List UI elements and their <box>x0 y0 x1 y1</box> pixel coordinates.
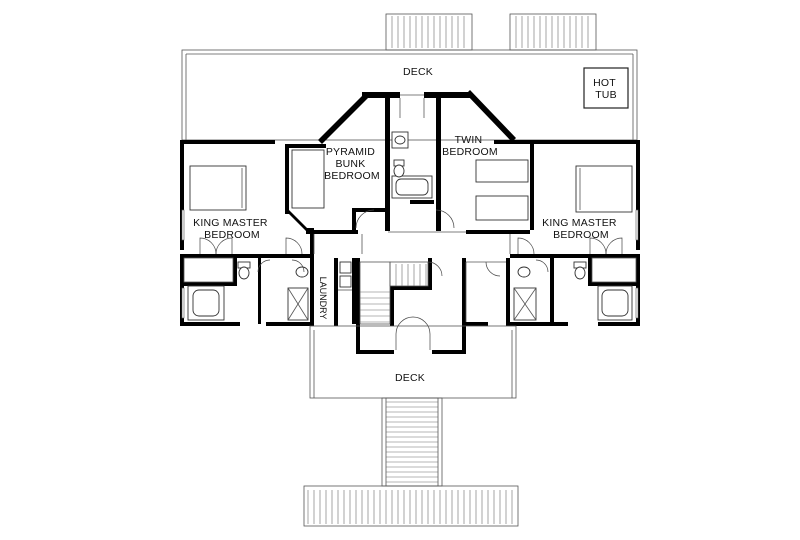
sink-right <box>517 266 531 278</box>
hot-tub <box>583 67 629 109</box>
shower-right <box>513 287 537 321</box>
top-stairs-left <box>385 13 473 51</box>
label-pyramid-bunk-bedroom: PYRAMID BUNK BEDROOM <box>324 146 380 182</box>
sink-center <box>391 131 409 149</box>
label-deck-top: DECK <box>403 66 433 78</box>
interior-lines <box>183 231 637 322</box>
label-hot-tub: HOT TUB <box>593 77 619 101</box>
shower-left <box>287 287 309 321</box>
bottom-stairs <box>381 397 443 487</box>
room-labels: DECK HOT TUB PYRAMID BUNK BEDROOM TWIN B… <box>193 66 620 384</box>
toilet-left <box>237 261 251 280</box>
label-twin-bedroom: TWIN BEDROOM <box>442 134 498 158</box>
bathtub-left <box>187 285 225 321</box>
toilet-right <box>573 261 587 280</box>
bed-king-left <box>189 165 247 211</box>
top-stairs-right <box>509 13 597 51</box>
label-laundry: LAUNDRY <box>318 277 328 320</box>
toilet-center <box>393 159 405 178</box>
label-king-master-right: KING MASTER BEDROOM <box>542 217 620 241</box>
windows <box>181 94 639 319</box>
interior-stairs <box>359 261 429 325</box>
bed-twin-2 <box>475 195 529 221</box>
doors <box>199 98 623 350</box>
bed-pyramid-bunk <box>291 149 325 209</box>
bottom-deck <box>309 325 517 399</box>
label-deck-bottom: DECK <box>395 372 425 384</box>
bed-king-right <box>575 165 633 213</box>
sink-left <box>295 266 309 278</box>
bed-twin-1 <box>475 159 529 183</box>
walls <box>180 90 640 354</box>
bathtub-right <box>597 285 633 321</box>
bathtub-center <box>391 175 433 199</box>
bottom-landing <box>303 485 519 527</box>
laundry-machines <box>339 261 352 288</box>
label-king-master-left: KING MASTER BEDROOM <box>193 217 271 241</box>
